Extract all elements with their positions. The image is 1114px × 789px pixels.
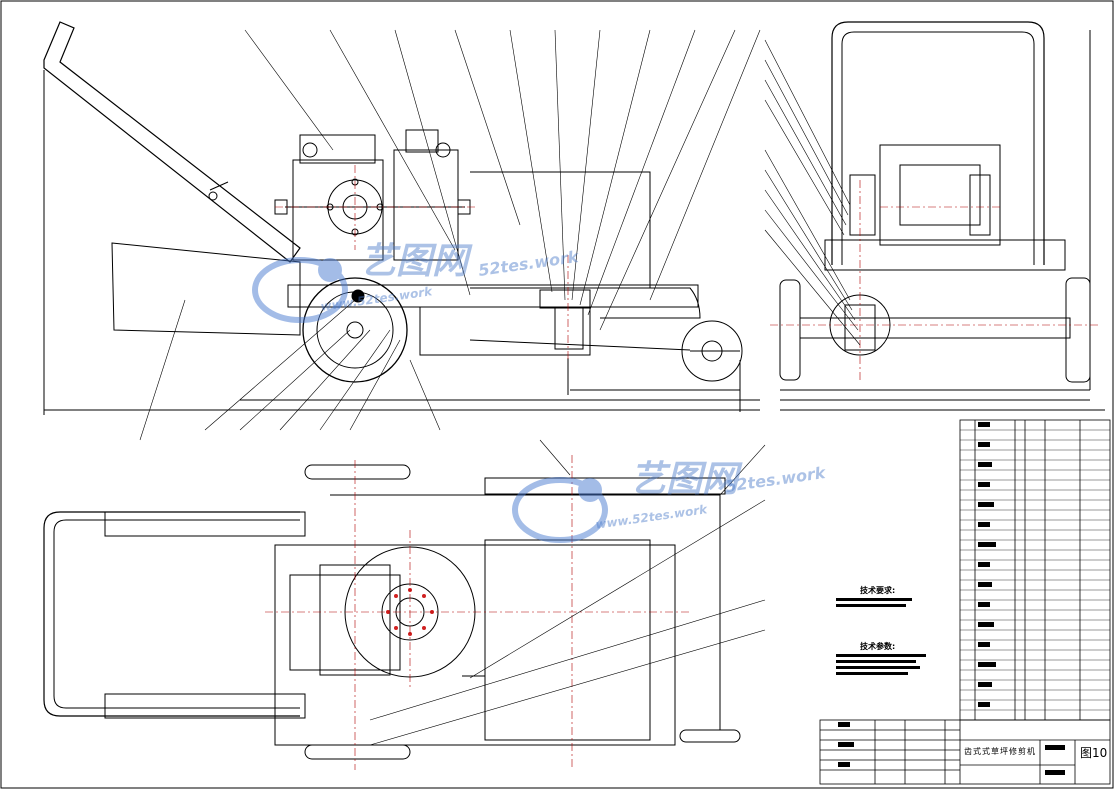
plan-view-centerlines (265, 455, 690, 770)
drawing-title: 齿式式草坪修剪机 (964, 747, 1036, 756)
performance-heading: 技术参数: (860, 642, 896, 651)
watermark-logo-top (252, 257, 348, 323)
watermark-logo-bottom (512, 477, 608, 543)
end-view (779, 21, 1105, 411)
side-view (43, 21, 760, 415)
plan-view-bolts (386, 588, 434, 636)
end-view-leaders (764, 39, 861, 346)
watermark-brand-cn-bottom: 艺图网 (630, 459, 739, 500)
parts-list (819, 419, 1111, 785)
watermark-brand-cn-top: 艺图网 (360, 241, 469, 282)
plan-view-leaders (369, 439, 766, 746)
side-view-centerlines (275, 165, 569, 360)
parts-list-fills (838, 422, 1065, 775)
technical-requirements-heading: 技术要求: (860, 586, 896, 595)
callout-leaders (139, 29, 761, 441)
note-bars (836, 598, 926, 675)
end-view-centerlines (770, 180, 1100, 380)
sheet-number: 图10 (1080, 746, 1108, 760)
